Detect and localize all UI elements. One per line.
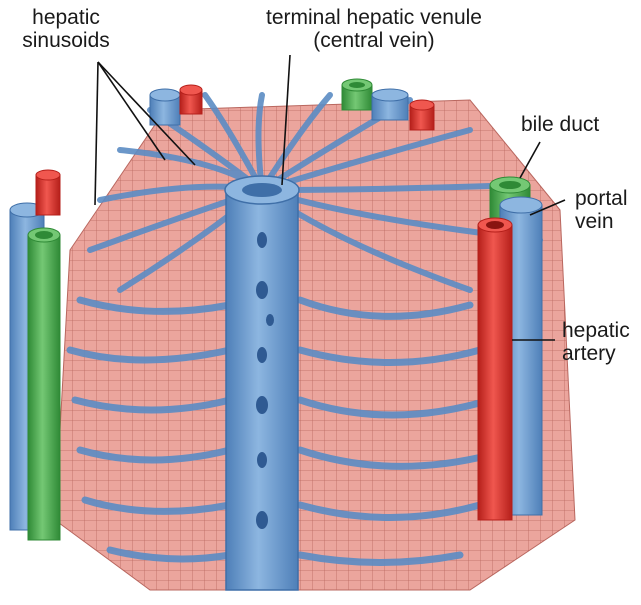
label-portal-vein: portal vein [575, 187, 628, 233]
label-hepatic-sinusoids-line2: sinusoids [6, 29, 126, 52]
label-hepatic-sinusoids-line1: hepatic [6, 6, 126, 29]
left-portal-triad [10, 170, 60, 540]
right-portal-triad [478, 177, 542, 520]
label-hepatic-sinusoids: hepatic sinusoids [6, 6, 126, 52]
label-terminal-hepatic-venule-line2: (central vein) [258, 29, 490, 52]
label-terminal-hepatic-venule: terminal hepatic venule (central vein) [258, 6, 490, 52]
label-bile-duct-line1: bile duct [521, 113, 599, 136]
central-vein [225, 176, 299, 590]
label-hepatic-artery: hepatic artery [562, 319, 630, 365]
label-portal-vein-line2: vein [575, 210, 628, 233]
label-portal-vein-line1: portal [575, 187, 628, 210]
label-hepatic-artery-line2: artery [562, 342, 630, 365]
label-terminal-hepatic-venule-line1: terminal hepatic venule [258, 6, 490, 29]
label-bile-duct: bile duct [521, 113, 599, 136]
label-hepatic-artery-line1: hepatic [562, 319, 630, 342]
